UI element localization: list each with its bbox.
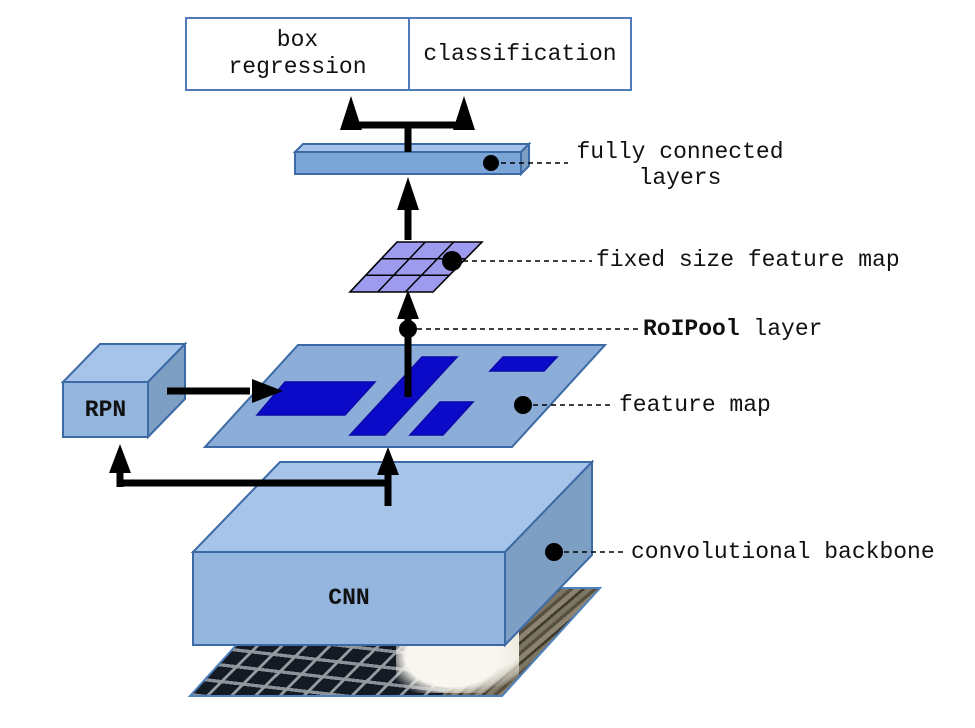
cnn-to-featuremap-arrowhead [377,447,399,475]
box-regression-label-line1: box [276,27,319,53]
grid-col-line-1 [377,241,426,293]
output-box: box regression classification [185,17,632,91]
roi-patch-top-right [488,356,559,372]
cnn-to-rpn-arrowhead [109,444,131,473]
classification-label: classification [423,40,617,67]
grid-col-line-2 [404,241,455,293]
fc-callout-dot [483,155,499,171]
roipool-arrowhead [397,290,419,319]
classification-cell: classification [408,19,630,89]
rpn-cube-front-face [62,381,149,438]
fixed-grid-callout-dot [442,251,462,271]
fc-slab-front-face [294,151,522,175]
backbone-callout-dot [545,543,563,561]
fc-slab-top-face [292,143,532,153]
cnn-box-front-face [192,551,506,646]
roi-patch-mid-right [408,401,475,436]
box-regression-cell: box regression [187,19,408,89]
rpn-to-featuremap-arrowhead [252,379,283,403]
featuremap-callout-dot [514,396,532,414]
output-left-arrowhead [340,96,362,130]
fixed-feature-map-grid [348,241,484,293]
grid-to-fc-arrowhead [397,177,419,210]
box-regression-label-line2: regression [228,54,367,80]
roipool-callout-dot [399,320,417,338]
output-right-arrowhead [453,96,475,130]
roi-patch-middle [348,356,459,436]
